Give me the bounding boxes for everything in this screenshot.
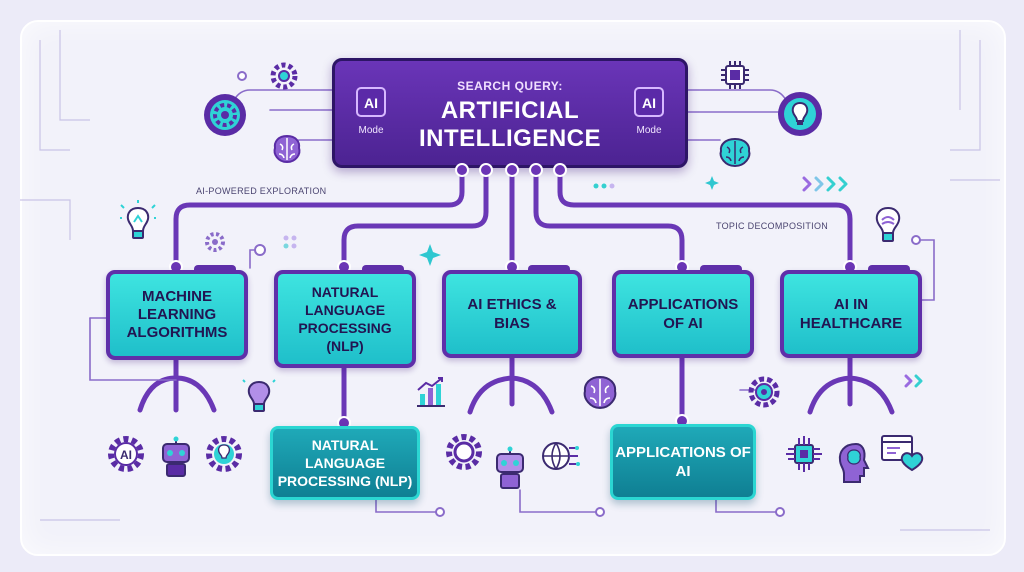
gear-icon bbox=[205, 232, 225, 252]
ai-mode-badge-right: AI Mode bbox=[627, 87, 671, 136]
topic-label: AI IN HEALTHCARE bbox=[799, 296, 903, 332]
robot-icon bbox=[162, 436, 190, 477]
gear-icon bbox=[204, 94, 246, 136]
branch-topic-5 bbox=[807, 355, 895, 415]
connector-topic-4 bbox=[533, 165, 685, 271]
ai-chip-icon bbox=[721, 61, 749, 89]
topic-node-applications: APPLICATIONS OF AI bbox=[612, 265, 754, 358]
gear-icon bbox=[206, 436, 242, 472]
mode-label: Mode bbox=[358, 125, 384, 136]
gear-icon bbox=[748, 376, 780, 408]
subtopic-node-nlp: NATURAL LANGUAGE PROCESSING (NLP) bbox=[270, 426, 420, 500]
shield-heart-icon bbox=[881, 435, 924, 472]
topic-label: MACHINE LEARNING ALGORITHMS bbox=[126, 288, 228, 341]
subtopic-node-applications: APPLICATIONS OF AI bbox=[610, 424, 756, 500]
ai-mode-badge-left: AI Mode bbox=[349, 87, 393, 136]
connector-topic-1 bbox=[173, 165, 465, 271]
ai-chip-icon: AI bbox=[634, 87, 664, 117]
caption-ai-powered-exploration: AI-POWERED EXPLORATION bbox=[196, 186, 327, 196]
ai-chip-icon: AI bbox=[356, 87, 386, 117]
connector-dot bbox=[529, 163, 543, 177]
topic-node-ai-ethics: AI ETHICS & BIAS bbox=[442, 265, 582, 358]
ai-gear-text: AI bbox=[120, 448, 132, 462]
robot-icon bbox=[496, 446, 524, 489]
lightbulb-icon bbox=[120, 200, 156, 239]
connector-topic-2 bbox=[341, 165, 489, 271]
connector-dot bbox=[505, 163, 519, 177]
gear-icon bbox=[270, 62, 298, 90]
query-label: SEARCH QUERY: bbox=[457, 79, 563, 93]
brain-head-icon bbox=[838, 442, 870, 483]
lightbulb-icon bbox=[778, 92, 822, 136]
topic-label: AI ETHICS & BIAS bbox=[467, 296, 557, 332]
lightbulb-icon bbox=[875, 206, 901, 242]
branch-topic-3 bbox=[467, 355, 555, 415]
branch-topic-1 bbox=[137, 357, 217, 413]
ai-chip-icon bbox=[786, 436, 822, 472]
topic-label: NATURAL LANGUAGE PROCESSING (NLP) bbox=[298, 284, 392, 354]
connector-dot bbox=[455, 163, 469, 177]
brain-icon bbox=[719, 137, 751, 168]
query-title: ARTIFICIAL INTELLIGENCE bbox=[418, 97, 601, 152]
search-query-box: AI Mode SEARCH QUERY: ARTIFICIAL INTELLI… bbox=[332, 58, 688, 168]
ai-gear-icon: AI bbox=[108, 436, 144, 472]
topic-node-healthcare: AI IN HEALTHCARE bbox=[780, 265, 922, 358]
connector-dot bbox=[553, 163, 567, 177]
bar-chart-icon bbox=[417, 377, 445, 407]
globe-network-icon bbox=[542, 442, 580, 470]
topic-node-nlp: NATURAL LANGUAGE PROCESSING (NLP) bbox=[274, 265, 416, 368]
mode-label: Mode bbox=[636, 125, 662, 136]
subtopic-label: NATURAL LANGUAGE PROCESSING (NLP) bbox=[277, 437, 413, 489]
topic-node-machine-learning: MACHINE LEARNING ALGORITHMS bbox=[106, 265, 248, 360]
subtopic-label: APPLICATIONS OF AI bbox=[615, 444, 751, 480]
caption-topic-decomposition: TOPIC DECOMPOSITION bbox=[716, 221, 829, 231]
connector-topic-5 bbox=[557, 165, 853, 271]
topic-label: APPLICATIONS OF AI bbox=[627, 296, 739, 332]
gear-icon bbox=[446, 434, 482, 470]
connector-dot bbox=[479, 163, 493, 177]
brain-icon bbox=[273, 134, 301, 164]
brain-icon bbox=[583, 375, 617, 410]
lightbulb-icon bbox=[242, 379, 276, 412]
